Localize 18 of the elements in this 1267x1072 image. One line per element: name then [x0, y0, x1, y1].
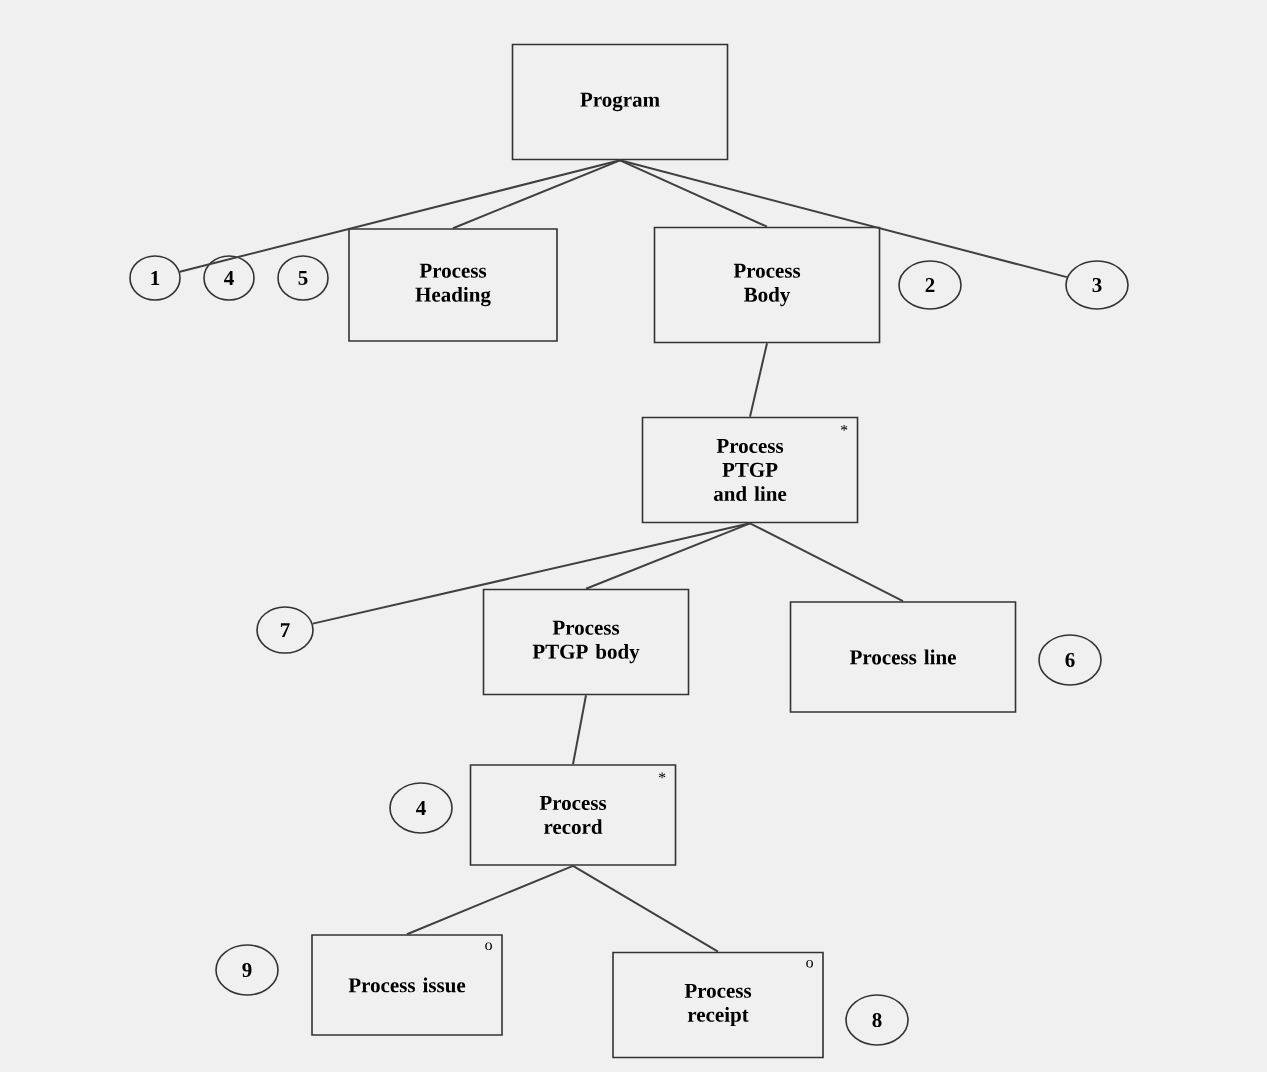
connector-line [749, 342, 768, 418]
connector-line [572, 694, 587, 766]
connector-line [619, 159, 768, 228]
connector-line [406, 864, 574, 936]
process-box: Process Body [653, 226, 881, 344]
process-box: Process receipt o [612, 951, 824, 1059]
process-box: Program [511, 43, 729, 161]
connector-line [749, 522, 904, 603]
connector-line [452, 159, 621, 230]
connector-line [619, 159, 1068, 279]
process-box: Process Heading [348, 228, 558, 342]
process-box: Process line [789, 601, 1017, 713]
connector-line [572, 864, 719, 953]
process-box: Process PTGP body [482, 588, 690, 696]
process-box: Process issue o [311, 934, 503, 1036]
process-box: Process PTGP and line * [641, 416, 859, 524]
connector-line [585, 522, 751, 590]
process-box: Process record * [469, 764, 677, 866]
